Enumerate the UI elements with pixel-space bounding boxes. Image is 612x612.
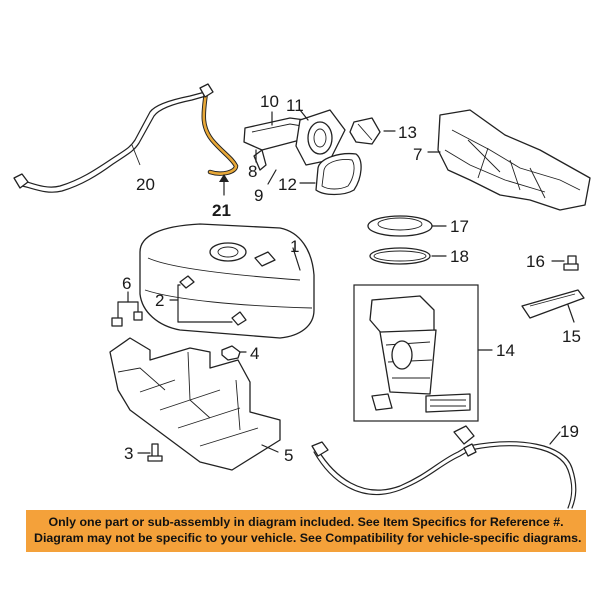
part-18-seal-ring	[369, 247, 447, 265]
callout-10: 10	[260, 92, 279, 111]
callout-12: 12	[278, 175, 297, 194]
part-4-nut	[221, 345, 247, 361]
callout-6: 6	[122, 274, 131, 293]
callout-21: 21	[212, 201, 231, 220]
part-14-fuel-pump-module	[353, 284, 493, 422]
callout-1: 1	[290, 237, 299, 256]
part-17-lock-ring	[367, 215, 447, 237]
part-15-bracket	[521, 289, 585, 323]
callout-3: 3	[124, 444, 133, 463]
callout-8: 8	[248, 162, 257, 181]
disclaimer-line-2: Diagram may not be specific to your vehi…	[34, 531, 582, 545]
part-3-bolt	[137, 443, 163, 462]
part-20-fuel-line	[13, 91, 207, 193]
callout-17: 17	[450, 217, 469, 236]
part-2-straps	[169, 275, 247, 326]
callout-11: 11	[286, 96, 304, 115]
callout-5: 5	[284, 446, 293, 465]
part-21-vent-hose	[199, 83, 239, 196]
disclaimer-banner: Only one part or sub-assembly in diagram…	[26, 510, 586, 552]
callout-19: 19	[560, 422, 579, 441]
callout-9: 9	[254, 186, 263, 205]
callout-4: 4	[250, 344, 259, 363]
part-1-fuel-tank	[139, 223, 315, 339]
callout-2: 2	[155, 291, 164, 310]
part-5-skid-plate	[109, 337, 281, 471]
part-7-shield	[427, 109, 591, 211]
callout-20: 20	[136, 175, 155, 194]
part-13-cap	[349, 117, 396, 145]
part-19-fuel-line	[311, 425, 577, 509]
part-6-bolts	[111, 291, 143, 327]
highlighted-part-21	[202, 90, 238, 175]
part-16-bolt	[551, 255, 579, 271]
callout-13: 13	[398, 123, 417, 142]
callout-14: 14	[496, 341, 515, 360]
callout-15: 15	[562, 327, 581, 346]
callout-18: 18	[450, 247, 469, 266]
part-12-gasket	[299, 152, 362, 196]
callout-7: 7	[413, 145, 422, 164]
disclaimer-line-1: Only one part or sub-assembly in diagram…	[48, 515, 564, 529]
callout-16: 16	[526, 252, 545, 271]
